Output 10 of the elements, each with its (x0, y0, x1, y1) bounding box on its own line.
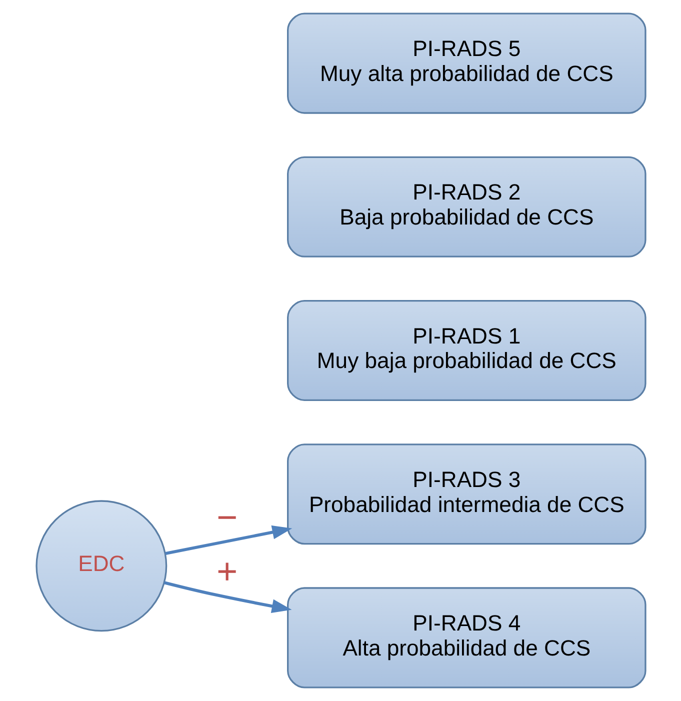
edge-label: + (216, 552, 238, 592)
arrow (163, 581, 292, 613)
node-circle: EDC (35, 500, 167, 632)
edge-label: − (216, 498, 238, 538)
node-box: PI-RADS 3 Probabilidad intermedia de CCS (286, 444, 646, 545)
arrow (164, 525, 292, 555)
node-box: PI-RADS 5 Muy alta probabilidad de CCS (286, 12, 646, 114)
node-box: PI-RADS 1 Muy baja probabilidad de CCS (286, 300, 646, 402)
node-box: PI-RADS 4 Alta probabilidad de CCS (286, 587, 646, 688)
node-box: PI-RADS 2 Baja probabilidad de CCS (286, 156, 646, 258)
